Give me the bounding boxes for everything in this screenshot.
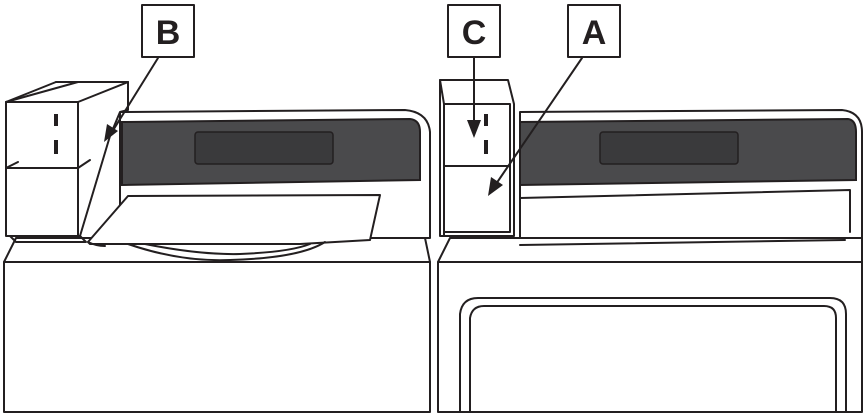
left-max-fill-marker bbox=[54, 114, 58, 126]
label-c: C bbox=[462, 14, 487, 52]
right-max-fill-marker bbox=[484, 114, 488, 126]
label-c-box: C bbox=[447, 4, 501, 58]
right-washer bbox=[437, 49, 863, 413]
arrow-b bbox=[111, 57, 159, 133]
left-dispenser-drawer bbox=[5, 81, 129, 243]
label-a: A bbox=[582, 14, 607, 52]
arrow-a bbox=[495, 57, 583, 185]
left-washer-lid bbox=[87, 194, 381, 245]
left-washer-cabinet bbox=[3, 237, 431, 413]
left-min-fill-marker bbox=[54, 140, 58, 154]
right-min-fill-marker bbox=[484, 140, 488, 154]
right-dispenser-box bbox=[439, 79, 515, 237]
left-display-window bbox=[194, 131, 334, 165]
right-washer-cabinet bbox=[437, 237, 863, 413]
right-door-outline bbox=[459, 297, 847, 413]
left-tub-opening bbox=[127, 241, 326, 262]
label-a-box: A bbox=[567, 4, 621, 58]
label-b-box: B bbox=[141, 4, 195, 58]
right-display-window bbox=[599, 131, 739, 165]
label-b: B bbox=[156, 14, 181, 52]
left-washer bbox=[3, 57, 431, 413]
